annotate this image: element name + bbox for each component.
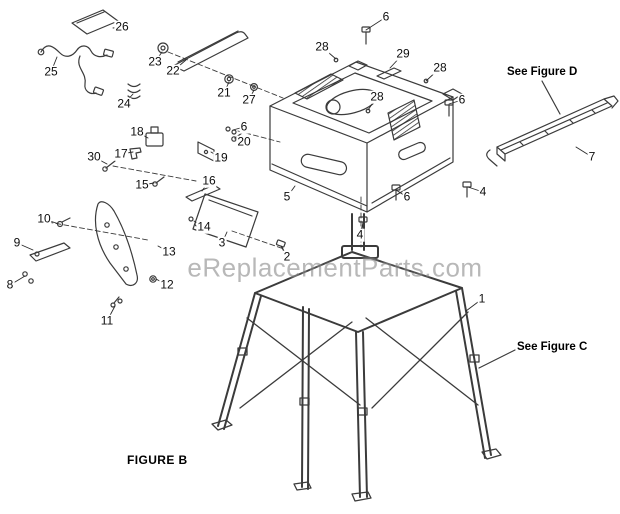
part-callout-17: 17 (113, 146, 129, 161)
part-callout-4: 4 (355, 227, 365, 242)
part-callout-24: 24 (116, 96, 132, 111)
part-callout-1: 1 (477, 291, 487, 306)
part-callout-15: 15 (134, 177, 150, 192)
part-callout-16: 16 (201, 173, 217, 188)
part-callout-27: 27 (241, 92, 257, 107)
see-figure-d-leader (541, 80, 561, 115)
fence-rail-drawing (486, 95, 619, 167)
part-callout-4: 4 (478, 184, 488, 199)
part-callout-19: 19 (213, 150, 229, 165)
part-callout-26: 26 (114, 19, 130, 34)
part-callout-29: 29 (395, 46, 411, 61)
part-callout-18: 18 (129, 124, 145, 139)
part-callout-6: 6 (457, 92, 467, 107)
part-callout-25: 25 (43, 64, 59, 79)
part-callout-11: 11 (99, 313, 115, 328)
part-callout-13: 13 (161, 244, 177, 259)
figure-title: FIGURE B (127, 453, 188, 467)
part-callout-2: 2 (282, 249, 292, 264)
part-callout-22: 22 (165, 63, 181, 78)
part-callout-7: 7 (587, 149, 597, 164)
part-callout-6: 6 (381, 9, 391, 24)
part-callout-21: 21 (216, 85, 232, 100)
part-callout-28: 28 (314, 39, 330, 54)
part-callout-6: 6 (239, 119, 249, 134)
part-callout-14: 14 (196, 219, 212, 234)
stand-drawing (211, 213, 502, 502)
see-figure-c-leader (478, 349, 516, 369)
part-callout-5: 5 (282, 189, 292, 204)
watermark: eReplacementParts.com (187, 252, 483, 283)
part-callout-28: 28 (432, 60, 448, 75)
saw-body-drawing (269, 57, 463, 213)
see-figure-c-label: See Figure C (517, 341, 588, 353)
part-callout-9: 9 (12, 235, 22, 250)
part-callout-12: 12 (159, 277, 175, 292)
part-callout-3: 3 (217, 235, 227, 250)
small-parts-drawing (22, 9, 259, 308)
part-callout-6: 6 (402, 189, 412, 204)
see-figure-d-label: See Figure D (507, 66, 578, 78)
part-callout-28: 28 (369, 89, 385, 104)
part-callout-30: 30 (86, 149, 102, 164)
part-callout-8: 8 (5, 277, 15, 292)
part-callout-23: 23 (147, 54, 163, 69)
part-callout-20: 20 (236, 134, 252, 149)
part-callout-10: 10 (36, 211, 52, 226)
